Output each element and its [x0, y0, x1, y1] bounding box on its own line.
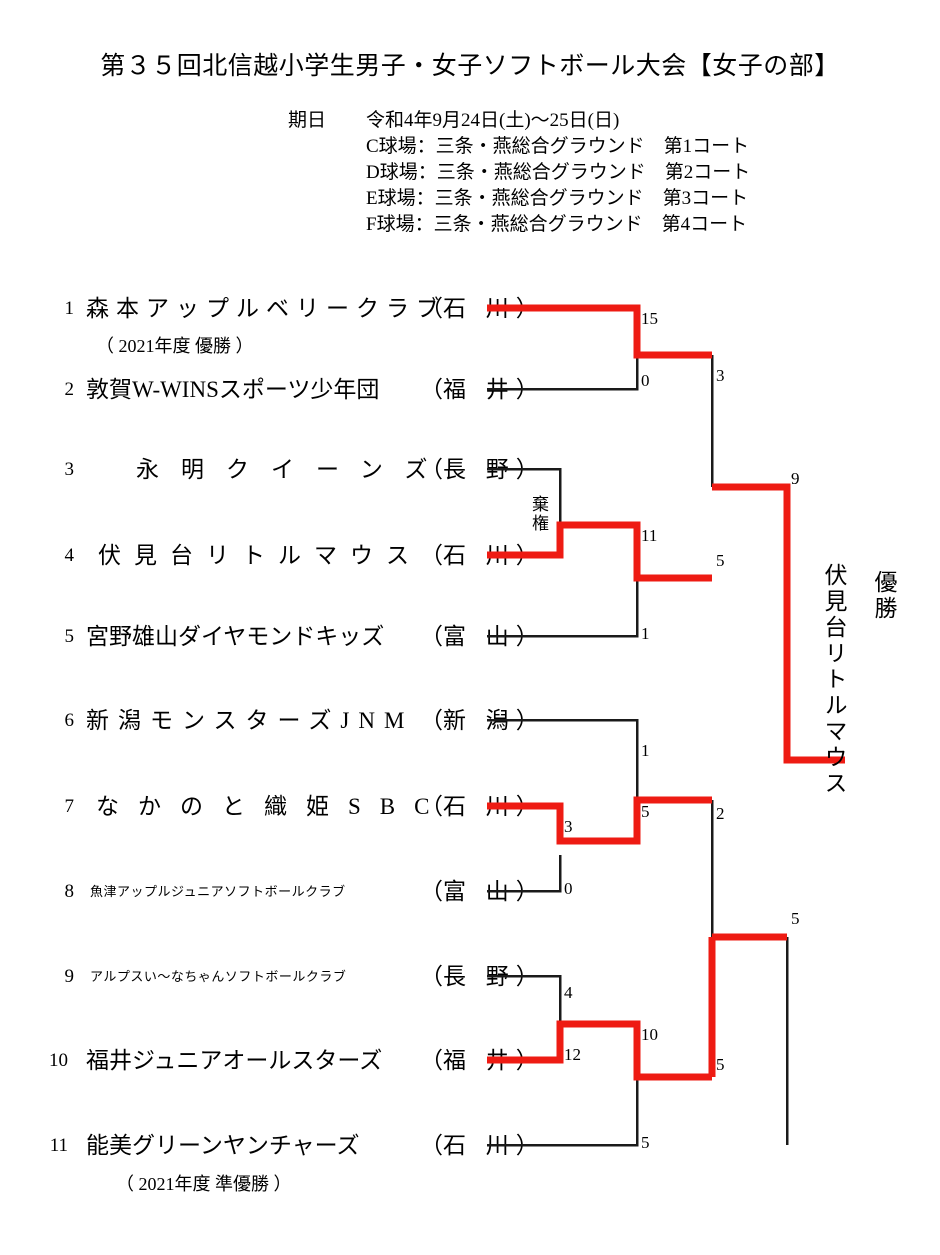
line-win-r3-upper: [712, 483, 791, 686]
event-info-block: 期日 令和4年9月24日(土)〜25日(日) C球場：三条・燕総合グラウンド 第1…: [288, 108, 750, 238]
venue-d: D球場：三条・燕総合グラウンド 第2コート: [366, 162, 751, 183]
line-win-champion: [783, 686, 845, 764]
score-label: 11: [641, 526, 658, 545]
team-prefecture: （富 山）: [420, 624, 539, 649]
team-name: 福井ジュニアオールスターズ: [86, 1048, 383, 1073]
team-name: 森本アップルベリークラブ: [86, 296, 446, 321]
score-label: 3: [716, 366, 725, 385]
venue-row-e: E球場：三条・燕総合グラウンド 第3コート: [288, 186, 750, 212]
team-row: 5 宮野雄山ダイヤモンドキッズ （富 山）: [40, 622, 539, 652]
line-win-team1: [487, 304, 712, 359]
score-label: 5: [641, 802, 650, 821]
team-seed: 1: [64, 298, 75, 319]
team-name: 永明クイーンズ: [136, 457, 450, 482]
team-seed: 10: [49, 1050, 68, 1071]
venue-c: C球場：三条・燕総合グラウンド 第1コート: [366, 136, 750, 157]
team-name: なかのと織姫SBC: [96, 794, 449, 819]
team-row: 7 なかのと織姫SBC （石 川）: [40, 792, 539, 822]
team-seed: 8: [64, 881, 75, 902]
team-name: 敦賀W-WINSスポーツ少年団: [86, 377, 380, 402]
team-seed: 7: [64, 796, 75, 817]
line-team9: [487, 974, 562, 1024]
venue-row-c: C球場：三条・燕総合グラウンド 第1コート: [288, 134, 750, 160]
team-name: 伏見台リトルマウス: [98, 543, 422, 568]
team-name: 能美グリーンヤンチャーズ: [86, 1133, 360, 1158]
line-team5: [487, 578, 639, 638]
team-name: 宮野雄山ダイヤモンドキッズ: [86, 624, 385, 649]
team-seed: 5: [64, 626, 75, 647]
line-win-team7: [487, 796, 712, 845]
team-seed: 4: [64, 545, 75, 566]
team-prefecture: （長 野）: [420, 457, 539, 482]
team-seed: 9: [64, 966, 75, 987]
team-seed: 2: [64, 379, 75, 400]
score-label: 5: [716, 1055, 725, 1074]
event-date-row: 期日 令和4年9月24日(土)〜25日(日): [288, 108, 750, 134]
team-name: アルプスい〜なちゃんソフトボールクラブ: [90, 969, 347, 984]
line-team8: [487, 855, 562, 893]
team-prefecture: （石 川）: [420, 794, 539, 819]
forfeit-label: 棄権: [532, 495, 549, 533]
team-name: 新潟モンスターズJNM: [86, 708, 414, 733]
champion-label: 優勝: [871, 570, 896, 622]
event-date-label: 期日: [288, 110, 327, 131]
score-label: 2: [716, 804, 725, 823]
score-label: 9: [791, 469, 800, 488]
score-label: 0: [641, 371, 650, 390]
score-label: 5: [791, 909, 800, 928]
score-label: 3: [564, 817, 573, 836]
score-label: 4: [564, 983, 573, 1002]
score-label: 0: [564, 879, 573, 898]
team-seed: 6: [64, 710, 75, 731]
venue-e: E球場：三条・燕総合グラウンド 第3コート: [366, 188, 749, 209]
team-name: 魚津アップルジュニアソフトボールクラブ: [90, 884, 346, 899]
score-label: 1: [641, 624, 650, 643]
team-seed: 11: [49, 1135, 68, 1156]
line-team2: [487, 355, 639, 391]
team-prefecture: （富 山）: [420, 879, 539, 904]
score-label: 5: [716, 551, 725, 570]
team-seed: 3: [64, 459, 75, 480]
team-row: 2 敦賀W-WINSスポーツ少年団 （福 井）: [40, 375, 539, 405]
team-row: 10 福井ジュニアオールスターズ （福 井）: [40, 1046, 539, 1076]
score-label: 1: [641, 741, 650, 760]
team-note: （ 2021年度 優勝 ）: [96, 336, 254, 356]
score-label: 5: [641, 1133, 650, 1152]
line-team11: [487, 1077, 639, 1147]
line-win-team4: [487, 521, 712, 582]
venue-row-f: F球場：三条・燕総合グラウンド 第4コート: [288, 212, 750, 238]
line-team3: [487, 467, 562, 525]
champion-name: 伏見台リトルマウス: [821, 563, 846, 797]
team-row: 8 魚津アップルジュニアソフトボールクラブ （富 山）: [40, 877, 539, 907]
score-label: 15: [641, 309, 658, 328]
score-label: 12: [564, 1045, 581, 1064]
team-row: 4 伏見台リトルマウス （石 川）: [40, 541, 539, 571]
line-win-team10: [487, 1020, 712, 1081]
team-row: 3 永明クイーンズ （長 野）: [40, 455, 539, 485]
team-row: 1 森本アップルベリークラブ （石 川）: [40, 294, 539, 324]
venue-row-d: D球場：三条・燕総合グラウンド 第2コート: [288, 160, 750, 186]
event-date-value: 令和4年9月24日(土)〜25日(日): [366, 110, 620, 131]
score-label: 10: [641, 1025, 658, 1044]
team-row: 9 アルプスい〜なちゃんソフトボールクラブ （長 野）: [40, 962, 539, 992]
line-team6: [487, 718, 639, 800]
team-row: 6 新潟モンスターズJNM （新 潟）: [40, 706, 539, 736]
team-note: （ 2021年度 準優勝 ）: [116, 1174, 292, 1194]
page-title: 第３５回北信越小学生男子・女子ソフトボール大会【女子の部】: [100, 53, 840, 80]
venue-f: F球場：三条・燕総合グラウンド 第4コート: [366, 214, 748, 235]
